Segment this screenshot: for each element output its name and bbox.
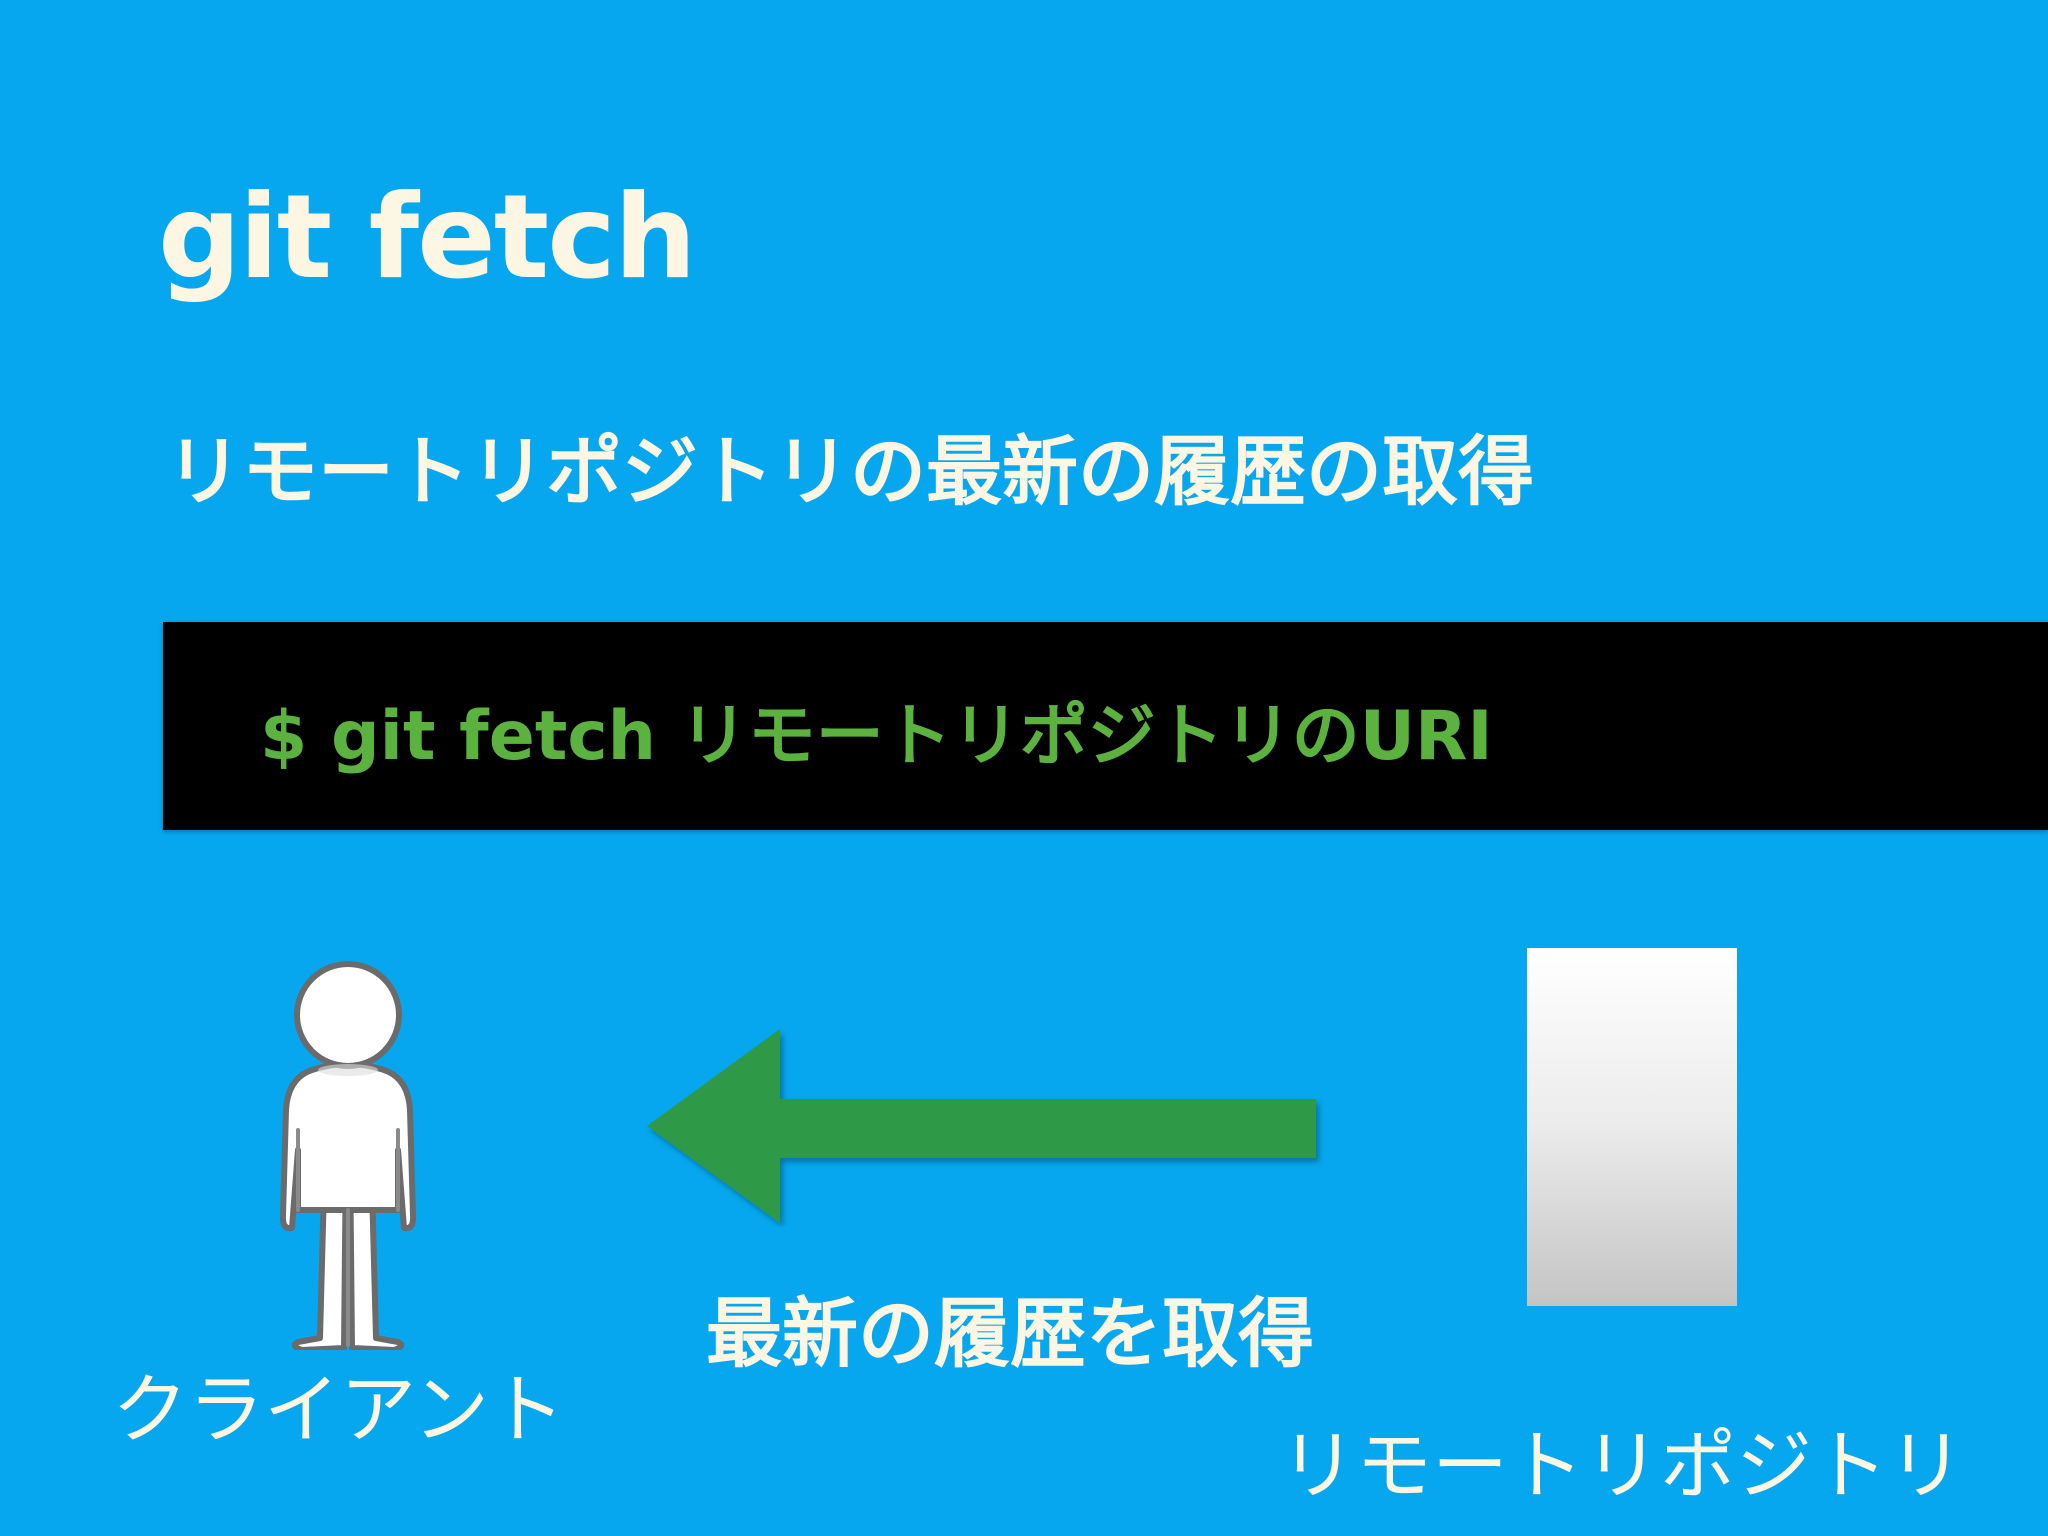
- repository-box: [1527, 948, 1737, 1306]
- command-text: $ git fetch リモートリポジトリのURI: [260, 697, 1493, 776]
- repository-label: リモートリポジトリ: [1280, 1421, 1964, 1510]
- arrow-label: 最新の履歴を取得: [706, 1289, 1314, 1378]
- slide-subtitle: リモートリポジトリの最新の履歴の取得: [166, 427, 1534, 516]
- command-bar: $ git fetch リモートリポジトリのURI: [163, 622, 2048, 830]
- arrow-left-icon: [647, 1029, 1316, 1223]
- person-icon: [279, 961, 417, 1350]
- slide-title: git fetch: [158, 170, 697, 305]
- client-label: クライアント: [112, 1365, 565, 1454]
